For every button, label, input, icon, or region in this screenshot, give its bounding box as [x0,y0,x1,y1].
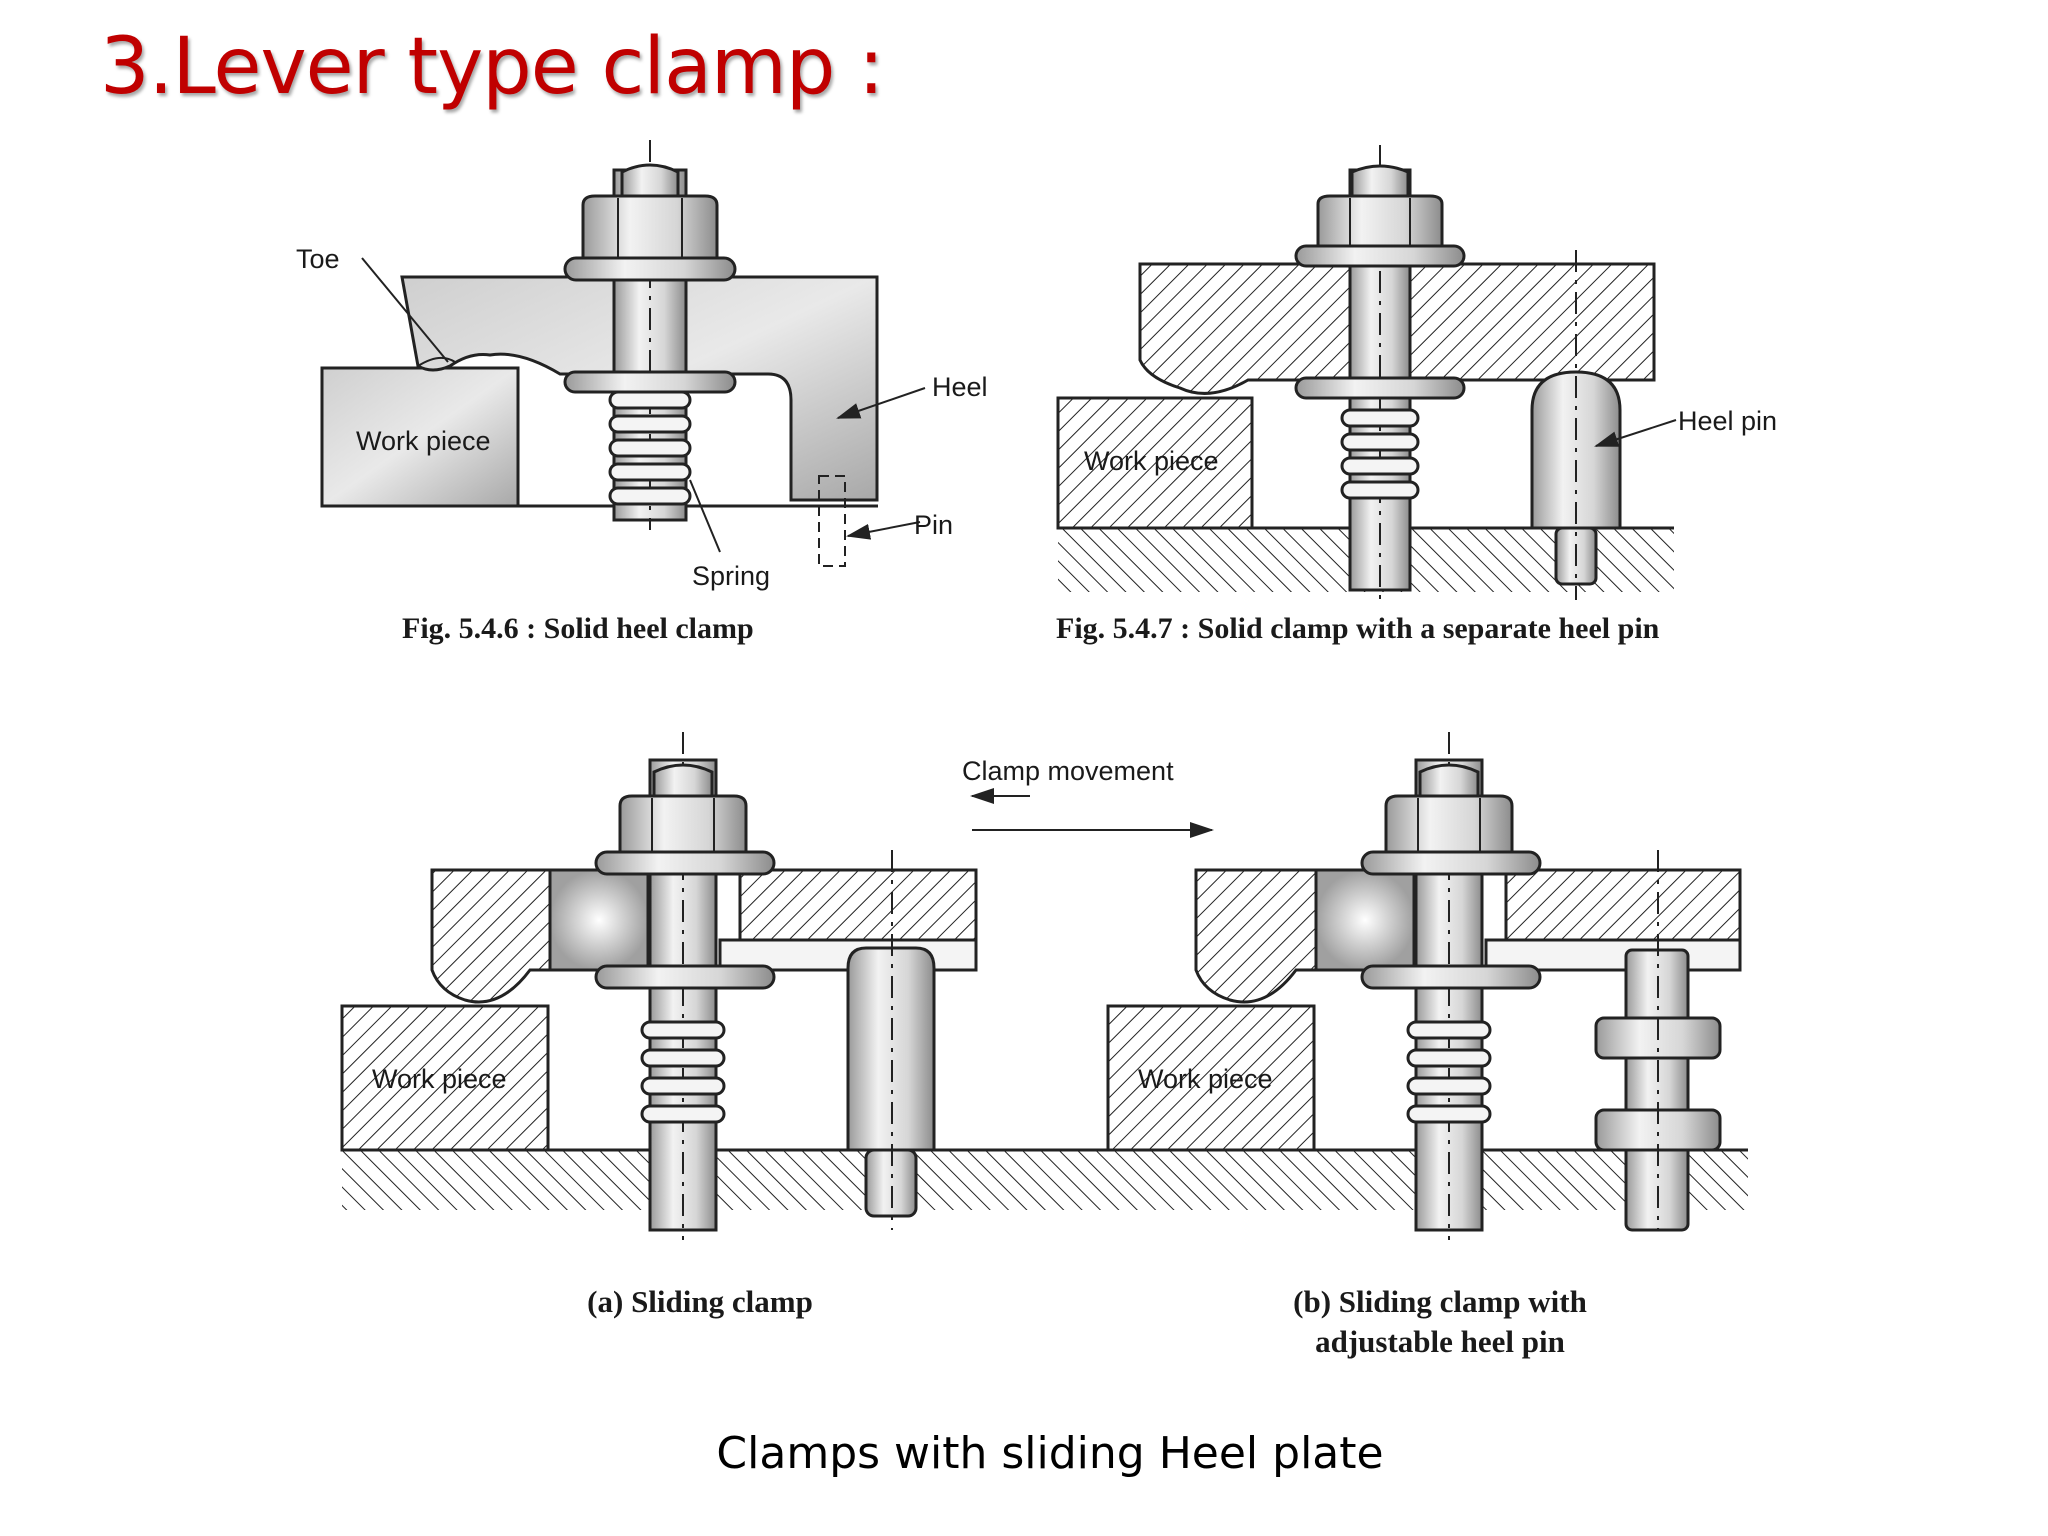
fig3b-work-piece [1106,1004,1316,1152]
fig1-clamp-body [400,275,879,502]
fig1-work-piece [320,366,520,508]
slide-title: 3.Lever type clamp : [100,22,884,112]
fig2-clamp-with-heel-pin: Work piece Heel pin [1056,145,1777,600]
fig1-spring-label: Spring [692,561,770,591]
fig3b-caption-line1: (b) Sliding clamp with [1293,1284,1587,1319]
clamp-movement-indicator: Clamp movement [962,756,1214,838]
fig3-sliding-clamps: Work piece Clamp movement [340,732,1748,1240]
fig3a-caption: (a) Sliding clamp [587,1284,813,1319]
fig1-toe-label: Toe [296,244,340,274]
fig3a-work-piece [340,1004,550,1152]
fig1-spring [608,390,692,506]
fig3b-caption-line2: adjustable heel pin [1315,1324,1565,1359]
fig3b-caption: (b) Sliding clamp with adjustable heel p… [1220,1282,1660,1362]
fig2-work-piece-label: Work piece [1084,446,1219,476]
fig2-spring [1340,408,1420,500]
footer-caption: Clamps with sliding Heel plate [716,1428,1384,1479]
fig1-heel-label: Heel [932,372,988,402]
fig2-heel-pin-label: Heel pin [1678,406,1777,436]
fig1-solid-heel-clamp: Toe Work piece Heel Pin Spring [296,140,988,591]
fig1-pin [818,475,846,567]
fig1-work-piece-label: Work piece [356,426,491,456]
fig2-caption: Fig. 5.4.7 : Solid clamp with a separate… [1056,612,1660,645]
fig3a-work-piece-label: Work piece [372,1064,507,1094]
fig2-work-piece [1056,396,1254,530]
fig1-pin-label: Pin [914,510,953,540]
fig3b-work-piece-label: Work piece [1138,1064,1273,1094]
fig3b-sliding-clamp-adjustable: Work piece [1106,732,1742,1240]
fig3a-sliding-clamp: Work piece [340,732,978,1240]
fig1-caption: Fig. 5.4.6 : Solid heel clamp [402,612,754,645]
clamp-movement-label: Clamp movement [962,756,1174,786]
